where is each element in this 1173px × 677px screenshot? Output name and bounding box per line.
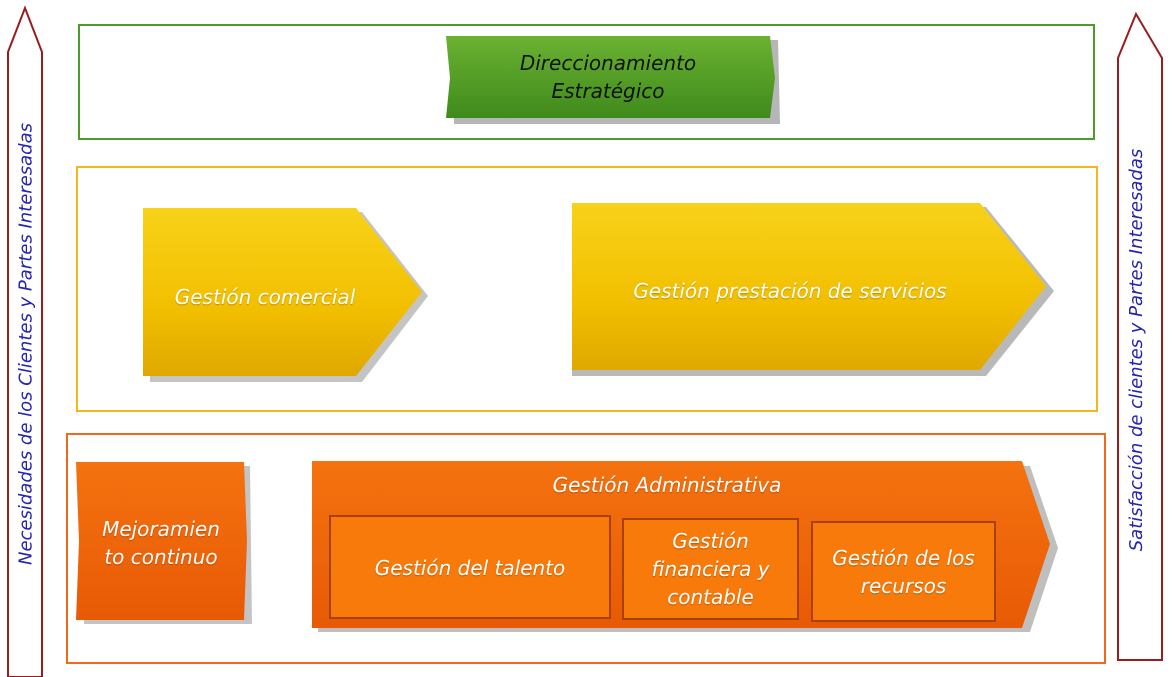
support-frame [66, 433, 1106, 664]
continuous-box [76, 462, 247, 620]
financial-label: Gestión financiera y contable [651, 529, 770, 609]
strategic-box [446, 36, 775, 118]
commercial-label: Gestión comercial [174, 285, 356, 309]
left-process-arrow [7, 5, 43, 677]
resources-box [811, 521, 996, 622]
continuous-label: Mejoramien to continuo [102, 517, 220, 569]
financial-box [622, 518, 799, 620]
talent-box [329, 515, 611, 619]
talent-label: Gestión del talento [374, 556, 566, 580]
right-process-arrow [1117, 11, 1163, 661]
services-label: Gestión prestación de servicios [633, 279, 947, 303]
strategic-frame [78, 24, 1095, 140]
mission-frame [76, 166, 1098, 412]
resources-label: Gestión de los recursos [832, 546, 975, 598]
strategic-label: Direccionamiento Estratégico [519, 51, 697, 103]
services-arrow [572, 203, 1046, 370]
commercial-arrow [143, 208, 422, 376]
admin-title: Gestión Administrativa [552, 473, 782, 497]
